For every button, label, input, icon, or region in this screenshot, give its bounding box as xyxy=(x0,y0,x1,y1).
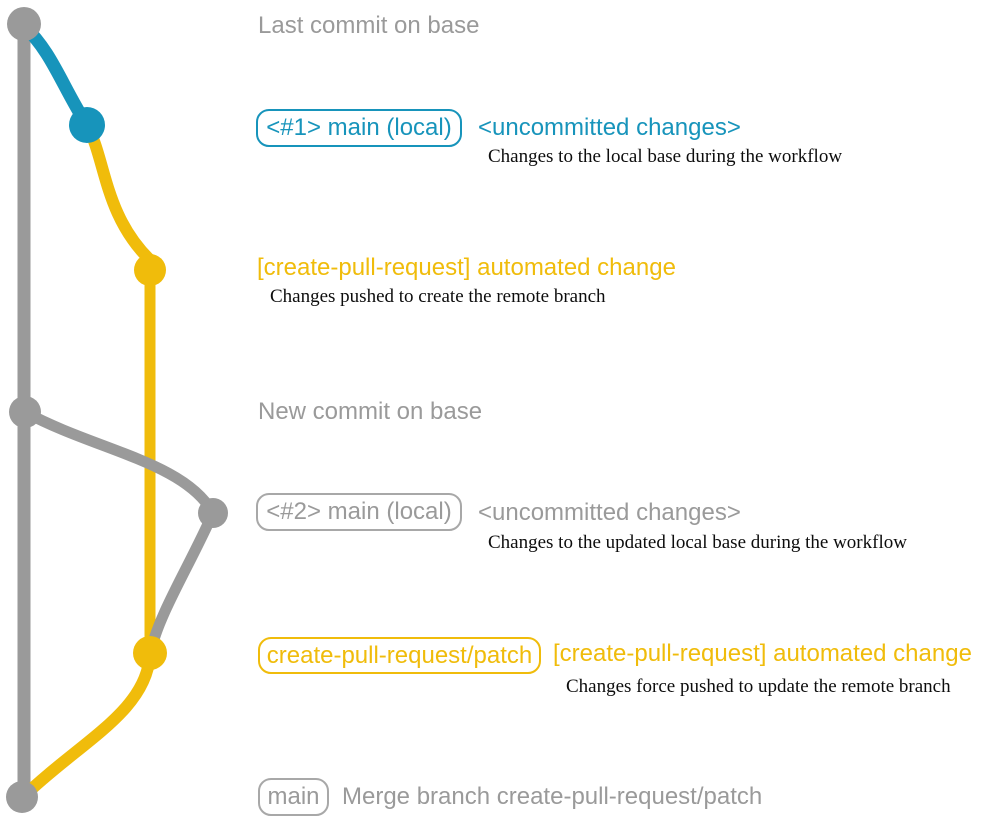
branch-badge-main-local-1: <#1> main (local) xyxy=(256,109,462,147)
patch-branch-curve-top xyxy=(81,119,156,266)
branch-badge-main: main xyxy=(258,778,329,816)
main-local-update-branch-out xyxy=(19,406,219,519)
branch-badge-patch: create-pull-request/patch xyxy=(258,637,541,674)
commit-dot-main-local-2 xyxy=(198,498,228,528)
commit-dot-last-base xyxy=(7,7,41,41)
last-commit-label: Last commit on base xyxy=(258,12,480,39)
local2-description: Changes to the updated local base during… xyxy=(488,532,907,553)
commit-graph xyxy=(6,7,228,813)
push1-description: Changes pushed to create the remote bran… xyxy=(270,286,606,307)
merge-commit-label: Merge branch create-pull-request/patch xyxy=(342,783,763,810)
commit-dot-patch-2 xyxy=(133,636,167,670)
commit-dot-main-local-1 xyxy=(69,107,105,143)
patch-merge-curve-bottom xyxy=(17,649,156,803)
push2-description: Changes force pushed to update the remot… xyxy=(566,676,951,697)
branch-badge-main-local-2: <#2> main (local) xyxy=(256,493,462,531)
commit-dot-merge xyxy=(6,781,38,813)
new-commit-label: New commit on base xyxy=(258,398,483,425)
main-local-update-branch-in xyxy=(145,507,219,656)
local1-description: Changes to the local base during the wor… xyxy=(488,146,843,167)
uncommitted-changes-note-2: <uncommitted changes> xyxy=(478,499,741,526)
commit-dot-patch-1 xyxy=(134,254,166,286)
automated-change-label-2: [create-pull-request] automated change xyxy=(553,640,972,667)
uncommitted-changes-note-1: <uncommitted changes> xyxy=(478,114,741,141)
automated-change-label-1: [create-pull-request] automated change xyxy=(257,254,676,281)
commit-dot-new-base xyxy=(9,396,41,428)
